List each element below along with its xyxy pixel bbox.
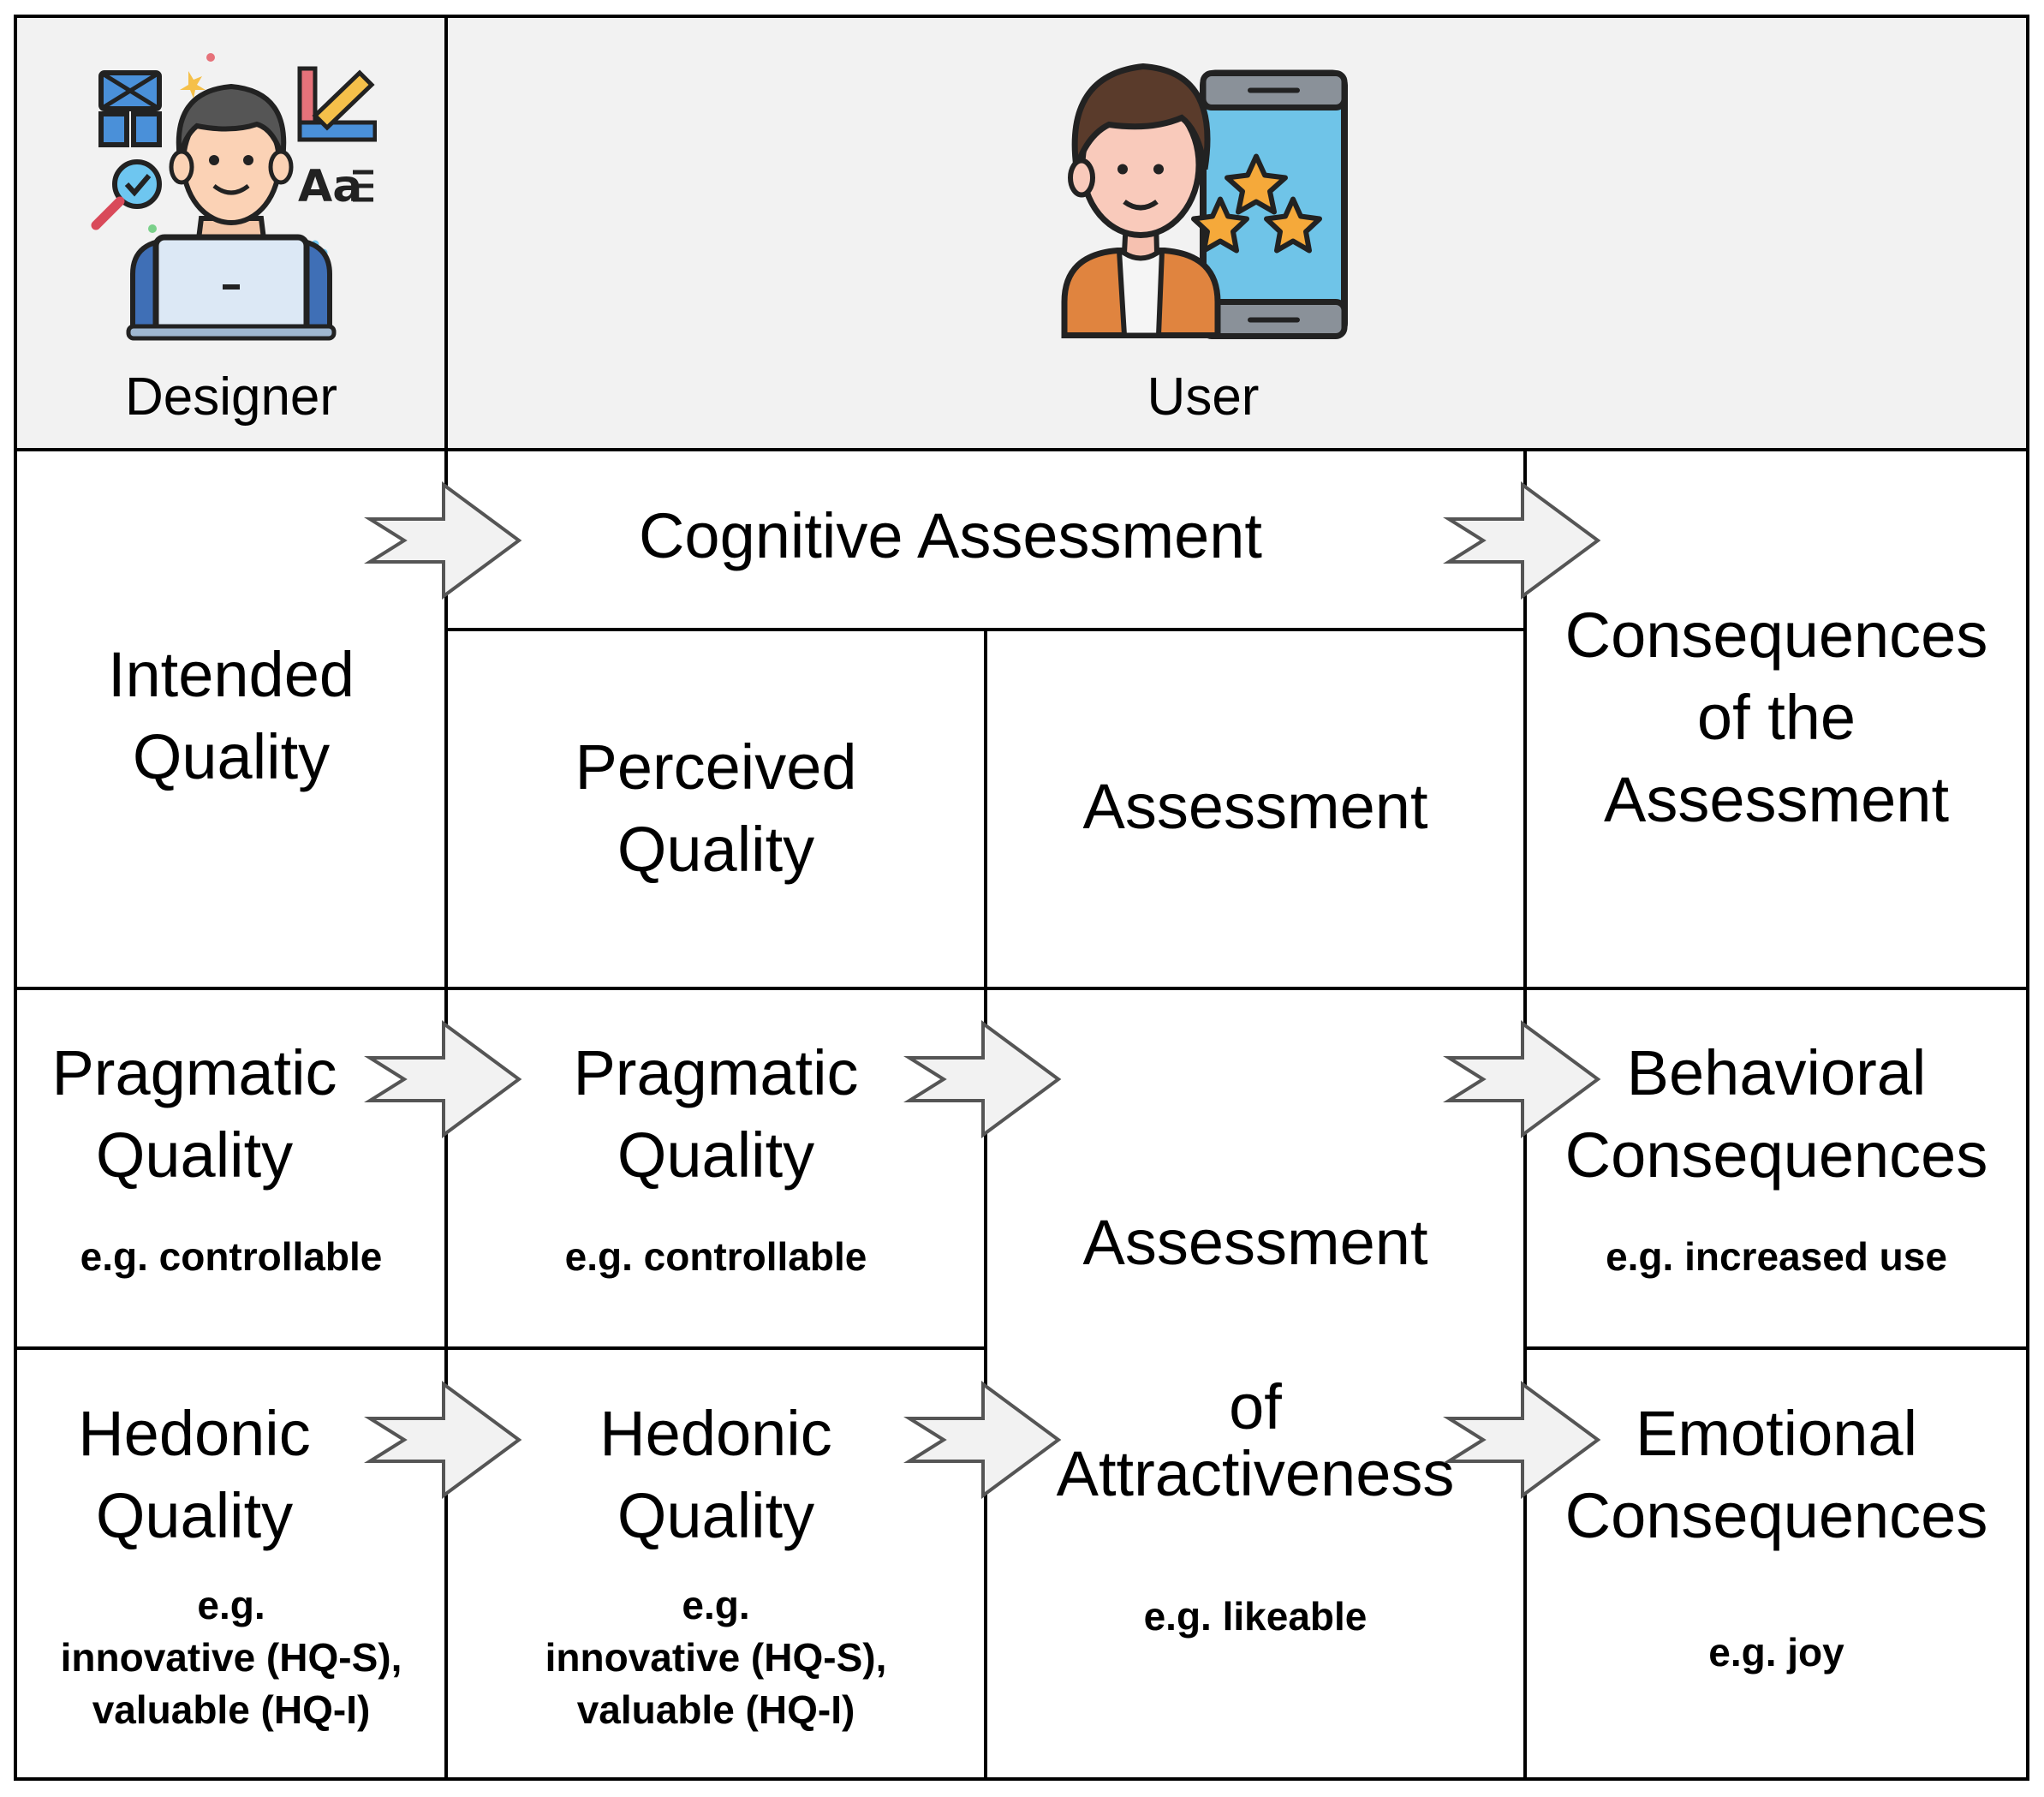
row1-bottom-line [14,987,2029,990]
arrow-to-behavioral-consequences [1443,1020,1601,1138]
user-hedonic-example: e.g. innovative (HQ-S), valuable (HQ-I) [545,1583,887,1733]
outer-right-border [2026,15,2029,1781]
assessment-label: Assessment [1082,771,1428,842]
designer-hedonic-example: e.g. innovative (HQ-S), valuable (HQ-I) [60,1583,402,1733]
arrow-hedonic-designer-to-user [364,1381,522,1499]
col2-line [984,628,987,1781]
arrow-to-emotional-consequences [1443,1381,1601,1499]
emotional-consequences-label: Emotional Consequences [1564,1398,1988,1552]
row2-left-line [14,1346,986,1350]
emotional-example: e.g. joy [1708,1630,1844,1675]
col1-line [444,15,448,1781]
intended-quality-label: Intended Quality [107,639,355,793]
user-rating-phone-icon [1061,63,1348,339]
header-bottom-line [14,448,2029,451]
designer-pragmatic-example: e.g. controllable [80,1234,383,1279]
user-hedonic-quality-label: Hedonic Quality [599,1398,832,1552]
designer-at-laptop-icon: Aa [91,53,377,341]
user-pragmatic-quality-label: Pragmatic Quality [573,1037,859,1191]
row2-right-line [1523,1346,2029,1350]
arrow-to-cognitive-assessment [364,481,522,600]
attractiveness-label: Assessment of Attractiveness [1056,1207,1455,1509]
user-label: User [1147,367,1260,427]
cognitive-assessment-label: Cognitive Assessment [638,500,1262,571]
svg-text:Aa: Aa [298,161,362,212]
arrow-hedonic-to-attractiveness [903,1381,1062,1499]
arrow-pragmatic-to-attractiveness [903,1020,1062,1138]
consequences-label: Consequences of the Assessment [1564,600,1988,836]
outer-bottom-border [14,1777,2029,1781]
designer-label: Designer [124,367,338,427]
perceived-quality-label: Perceived Quality [575,731,857,886]
outer-top-border [14,15,2029,18]
arrow-pragmatic-designer-to-user [364,1020,522,1138]
attractiveness-example: e.g. likeable [1143,1594,1368,1639]
arrow-to-consequences [1443,481,1601,600]
designer-hedonic-quality-label: Hedonic Quality [78,1398,311,1552]
behavioral-example: e.g. increased use [1606,1234,1947,1279]
user-pragmatic-example: e.g. controllable [564,1234,867,1279]
designer-pragmatic-quality-label: Pragmatic Quality [51,1037,337,1191]
behavioral-consequences-label: Behavioral Consequences [1564,1037,1988,1191]
outer-left-border [14,15,17,1781]
